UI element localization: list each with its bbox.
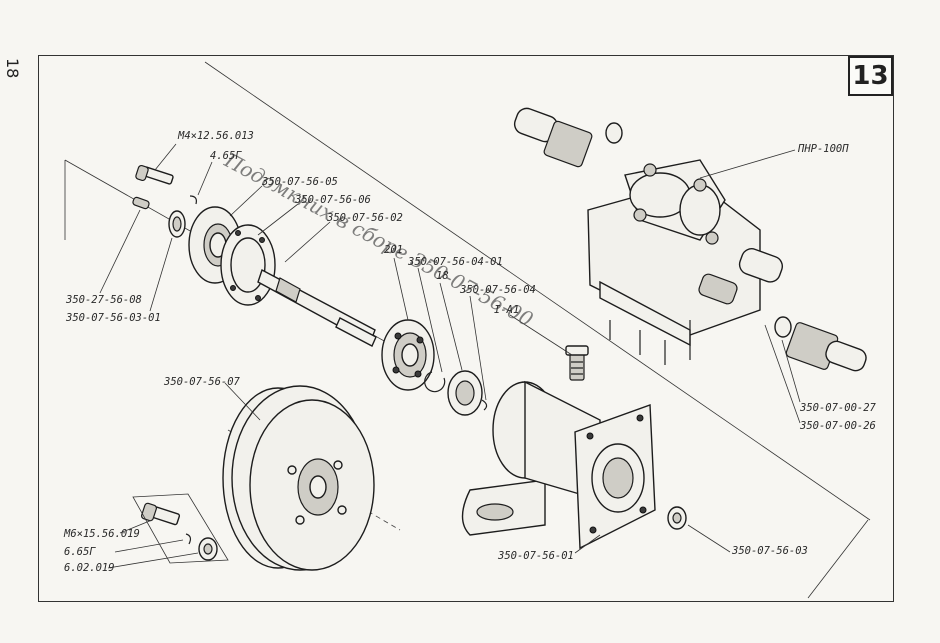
callout-p-06: 350-07-56-06 <box>295 194 371 206</box>
bearing-201-part <box>381 319 435 391</box>
plate-number: 13 <box>848 56 893 96</box>
callout-pulley: 350-07-56-07 <box>164 376 240 388</box>
fastener-group-outline <box>132 493 229 564</box>
spring-washer-6-part <box>185 533 192 545</box>
small-clip-part <box>481 399 488 411</box>
callout-p-02: 350-07-56-02 <box>327 212 403 224</box>
m6-screw-part <box>141 502 181 526</box>
callout-p-03: 350-07-56-03 <box>732 545 808 557</box>
callout-p-03-01: 350-07-56-03-01 <box>66 312 161 324</box>
pump-inlet-fitting-part <box>513 107 623 168</box>
callout-washer-602: 6.02.019 <box>64 562 115 574</box>
pump-part <box>587 159 784 365</box>
callout-p-04: 350-07-56-04 <box>460 284 536 296</box>
callout-m6-screw: М6×15.56.019 <box>64 528 140 540</box>
callout-m4-screw: М4×12.56.013 <box>178 130 254 142</box>
grease-fitting-part <box>565 345 589 381</box>
callout-p-05: 350-07-56-05 <box>262 176 338 188</box>
callout-washer-4: 4.65Г <box>210 150 242 162</box>
callout-p-00-27: 350-07-00-27 <box>800 402 876 414</box>
callout-ring-18: 18 <box>436 270 449 282</box>
m4-screw-part <box>135 164 174 185</box>
callout-leader-lines <box>99 143 801 569</box>
callout-bearing: 201 <box>384 244 403 256</box>
pulley-part <box>222 385 375 571</box>
callout-washer-6: 6.65Г <box>64 546 96 558</box>
washer-04-part <box>447 370 483 416</box>
callout-pump: ПНР-100П <box>798 143 849 155</box>
washer-03-part <box>667 506 687 530</box>
flat-washer-6-part <box>198 537 218 561</box>
callout-fitting-i-a1: I-A1 <box>494 304 520 316</box>
diagram-frame <box>38 55 894 602</box>
flange-06-part <box>220 224 276 306</box>
shaft-part <box>257 268 377 347</box>
callout-p-00-26: 350-07-00-26 <box>800 420 876 432</box>
callout-p-08: 350-27-56-08 <box>66 294 142 306</box>
assembly-axis-line <box>204 61 871 521</box>
housing-part <box>461 380 656 550</box>
circlip-18-part <box>424 371 446 393</box>
callout-housing: 350-07-56-01 <box>498 550 574 562</box>
corner-line <box>807 519 869 599</box>
spring-washer-4-part <box>189 195 197 205</box>
key-part <box>132 196 150 210</box>
pump-outlet-fitting-part <box>774 316 867 372</box>
callout-p-04-01: 350-07-56-04-01 <box>408 256 503 268</box>
